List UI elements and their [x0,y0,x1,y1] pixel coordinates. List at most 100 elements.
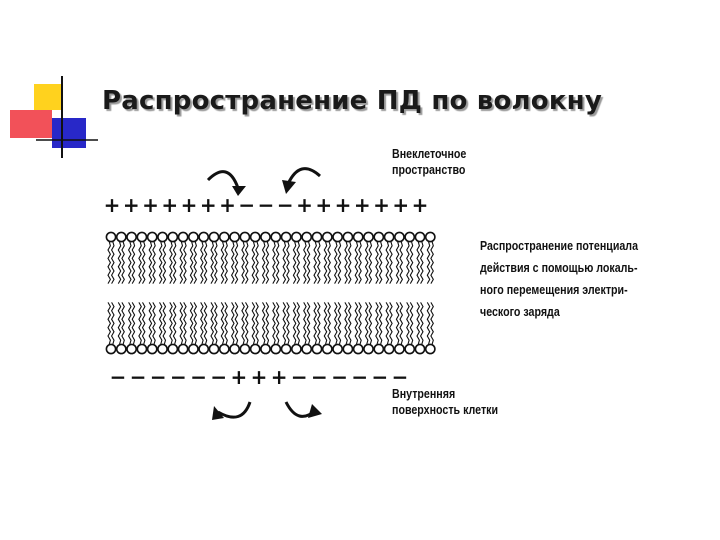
charge-plus: + [230,365,247,389]
charge-minus: − [331,365,348,389]
lipid-tail [395,241,404,284]
label-intracellular: Внутренняя поверхность клетки [392,386,499,417]
lipid-head-bottom [383,343,395,355]
lipid-head-top [352,231,364,243]
lipid-head-bottom [218,343,230,355]
lipid-head-bottom [105,343,117,355]
lipid-head-top [260,231,271,243]
charge-plus: + [392,193,409,217]
slide-title: Распространение ПД по волокну [102,86,602,116]
lipid-tail [333,241,342,284]
lipid-head-bottom [136,343,148,355]
lipid-head-bottom [177,343,189,355]
lipid-head-top [187,231,199,243]
lipid-head-top [270,231,282,243]
lipid-tail [169,302,177,345]
lipid-head-bottom [115,343,127,355]
lipid-head-top [146,231,158,243]
lipid-tail [344,241,352,284]
lipid-tail [169,241,177,284]
charge-plus: + [373,193,390,217]
lipid-tail [406,241,414,284]
charge-minus: − [170,365,187,389]
lipid-tail [241,302,249,345]
curved-arrow-top-right [282,167,322,194]
charge-plus: + [104,193,121,217]
lipid-tail [241,241,249,284]
lipid-tail [303,241,311,284]
lipid-tail [179,241,187,284]
lipid-head-top [177,231,189,243]
charge-plus: + [315,193,332,217]
charge-plus: + [123,193,140,217]
lipid-head-top [414,231,426,243]
lipid-tail [354,241,362,284]
lipid-head-top [424,231,436,243]
lipid-tail [148,302,156,345]
curved-arrow-bottom-right [284,401,322,418]
lipid-head-top [393,231,405,243]
lipid-tail [230,302,239,345]
charge-minus: − [190,365,207,389]
lipid-tail [385,302,393,345]
lipid-tail [158,241,167,284]
lipid-tail [189,241,198,284]
charge-minus: − [311,365,328,389]
lipid-head-bottom [260,343,271,355]
lipid-tail [200,302,208,345]
charge-plus: + [354,193,371,217]
lipid-head-bottom [157,343,168,355]
lipid-head-top [115,231,127,243]
charges-top-row: +++++++−−−+++++++ [104,193,429,217]
lipid-tail [292,241,301,284]
lipid-tail [179,302,187,345]
lipid-head-top [157,231,168,243]
lipid-head-bottom [342,343,354,355]
charge-minus: − [210,365,227,389]
lipid-tail [323,302,331,345]
lipid-head-top [126,231,138,243]
charge-minus: − [150,365,167,389]
lipid-tail [107,241,115,284]
lipid-tail [117,302,125,345]
lipid-tail [303,302,311,345]
charge-minus: − [110,365,127,389]
lipid-tail [395,302,404,345]
lipid-tail [220,241,228,284]
lipid-head-top [136,231,148,243]
lipid-tail [375,302,383,345]
lipid-tail [251,302,259,345]
lipid-head-top [218,231,230,243]
lipid-tail [261,302,270,345]
lipid-head-top [321,231,333,243]
lipid-tail [210,241,218,284]
lipid-tail [292,302,301,345]
lipid-tail [426,302,434,345]
lipid-tail [375,241,383,284]
lipid-tail [158,302,167,345]
lipid-head-top [208,231,220,243]
lipid-head-bottom [414,343,426,355]
lipid-tail [313,241,321,284]
lipid-head-bottom [187,343,199,355]
lipid-tail [210,302,218,345]
lipid-head-bottom [363,343,374,355]
lipid-head-bottom [146,343,158,355]
lipid-head-top [249,231,261,243]
lipid-head-bottom [126,343,138,355]
lipid-head-bottom [301,343,313,355]
lipid-head-bottom [249,343,261,355]
charge-plus: + [161,193,178,217]
lipid-tail [107,302,115,345]
lipid-head-bottom [321,343,333,355]
lipid-head-bottom [373,343,385,355]
lipid-tail [416,241,424,284]
lipid-head-top [383,231,395,243]
lipid-tail [148,241,156,284]
lipid-tail [426,241,434,284]
lipid-tail [261,241,270,284]
lipid-tail [220,302,228,345]
lipid-tail [272,302,280,345]
lipid-tail [272,241,280,284]
